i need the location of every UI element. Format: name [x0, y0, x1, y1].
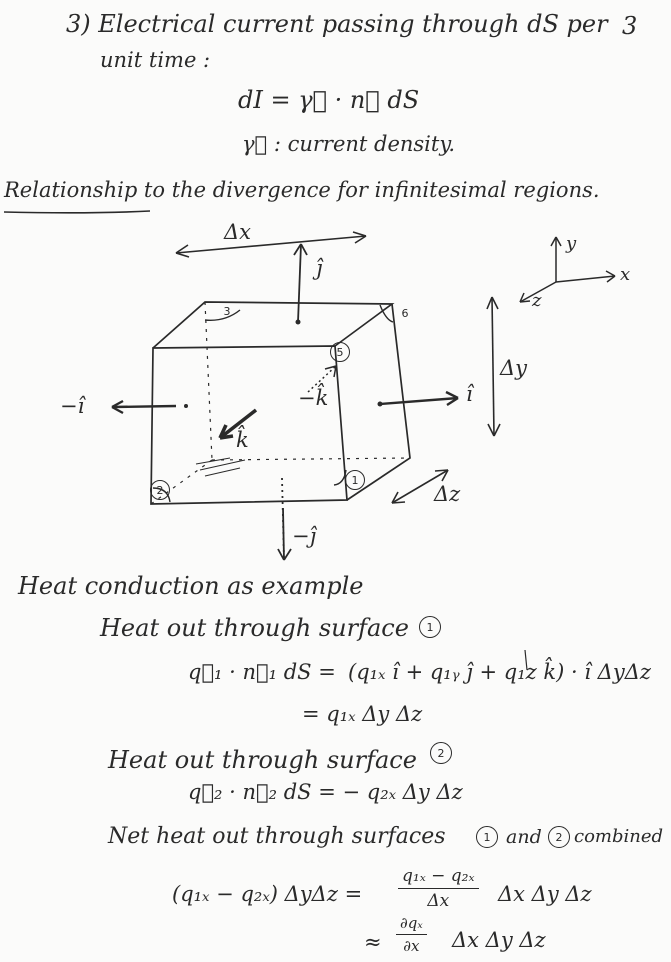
net-eq-rhs: Δx Δy Δz	[498, 882, 592, 906]
box-hidden-edge-vertical	[204, 301, 213, 461]
neg-k-arrowhead	[324, 365, 337, 378]
heading-underline	[3, 210, 151, 214]
face6-arc	[379, 304, 394, 323]
face-number-3: 3	[223, 304, 231, 318]
approx-rhs: Δx Δy Δz	[452, 928, 546, 952]
k-arrowhead	[218, 424, 234, 440]
dx-label: Δx	[224, 220, 252, 244]
section-heading-cont: unit time :	[100, 48, 211, 72]
approx-fraction: ∂qₓ ∂x	[396, 914, 427, 955]
relationship-heading: Relationship to the divergence for infin…	[4, 178, 600, 202]
axis-z-head	[519, 292, 531, 303]
dy-label: Δy	[500, 356, 528, 380]
neg-j-hat-label: −ĵ	[292, 524, 317, 548]
axis-x-label: x	[620, 264, 631, 285]
j-arrow	[297, 243, 302, 323]
net-fraction-denominator: Δx	[427, 891, 450, 911]
box-hidden-edge-depth	[150, 459, 213, 505]
neg-j-arrow	[282, 507, 285, 561]
k-arrow	[218, 408, 258, 440]
i-arrow	[379, 396, 459, 406]
net-eq-lhs: (q₁ₓ − q₂ₓ) ΔyΔz =	[172, 882, 363, 906]
dy-arrowhead-bottom	[487, 423, 501, 437]
axis-z-line	[519, 281, 557, 303]
page-number: 3	[622, 12, 638, 40]
box-hidden-edge-bottom	[211, 457, 411, 461]
eq1-rhs: (q₁ₓ î + q₁ᵧ ĵ + q₁z k̂) · î ΔyΔz	[348, 660, 651, 684]
neg-i-hat-label: −î	[60, 394, 85, 418]
neg-i-arrow	[111, 404, 177, 409]
approx-fraction-denominator: ∂x	[403, 937, 420, 955]
face3-arc	[204, 309, 241, 321]
net-fraction-numerator: q₁ₓ − q₂ₓ	[398, 866, 479, 889]
eq1-mark	[524, 649, 528, 671]
net-number-1: 1	[476, 826, 498, 848]
surface2-label: Heat out through surface	[108, 746, 417, 774]
box-front-face	[150, 345, 348, 505]
face-number-5: 5	[330, 342, 350, 362]
dz-arrow	[391, 469, 449, 504]
current-density-definition: γ⃗ : current density.	[242, 132, 456, 156]
dx-arrowhead-right	[352, 231, 367, 244]
eq1-result: = q₁ₓ Δy Δz	[302, 702, 423, 726]
approx-fraction-numerator: ∂qₓ	[396, 914, 427, 935]
axis-x-line	[555, 275, 616, 283]
axis-z-label: z	[532, 290, 542, 311]
face-number-6: 6	[401, 306, 409, 320]
i-hat-label: î	[466, 382, 473, 406]
j-origin-dot	[295, 319, 301, 325]
eq1-lhs: q⃗₁ · n⃗₁ dS =	[188, 660, 336, 684]
surface1-label: Heat out through surface	[100, 614, 409, 642]
surface2-number: 2	[430, 742, 452, 764]
axis-x-head	[605, 270, 616, 283]
dy-arrowhead-top	[486, 296, 499, 310]
i-origin-dot	[377, 401, 383, 407]
neg-j-arrow-hidden	[281, 477, 285, 561]
bottom-hatching	[195, 457, 246, 477]
net-and: and	[506, 826, 542, 848]
neg-i-arrowhead	[111, 399, 124, 415]
dx-arrowhead-left	[175, 244, 190, 258]
neg-i-origin-dot	[184, 404, 188, 408]
section-heading: 3) Electrical current passing through dS…	[66, 10, 608, 38]
j-hat-label: ĵ	[316, 256, 323, 280]
neg-k-hat-label: −k̂	[298, 386, 329, 410]
eq2: q⃗₂ · n⃗₂ dS = − q₂ₓ Δy Δz	[188, 780, 463, 804]
current-equation: dI = γ⃗ · n⃗ dS	[238, 86, 420, 114]
heat-intro: Heat conduction as example	[18, 572, 364, 600]
dx-arrow	[175, 235, 367, 254]
net-combined: combined	[574, 826, 664, 847]
net-fraction: q₁ₓ − q₂ₓ Δx	[398, 866, 479, 911]
net-number-2: 2	[548, 826, 570, 848]
face-number-1: 1	[345, 470, 365, 490]
axis-y-label: y	[566, 233, 577, 254]
i-arrowhead	[445, 390, 459, 407]
neg-j-arrowhead	[277, 548, 292, 561]
neg-k-arrow	[307, 365, 337, 393]
face1-arc	[333, 469, 347, 486]
k-hat-label: k̂	[236, 428, 249, 452]
face-number-2: 2	[150, 480, 170, 500]
j-arrowhead	[293, 243, 308, 256]
box-top-face	[152, 301, 395, 349]
net-label: Net heat out through surfaces	[108, 824, 446, 849]
approx-symbol: ≈	[364, 930, 382, 954]
axis-y-head	[550, 236, 562, 247]
dy-arrow	[491, 296, 495, 437]
surface1-number: 1	[419, 616, 441, 638]
dz-arrowhead-top	[434, 469, 449, 482]
dz-label: Δz	[434, 482, 461, 506]
dz-arrowhead-bottom	[391, 491, 406, 504]
